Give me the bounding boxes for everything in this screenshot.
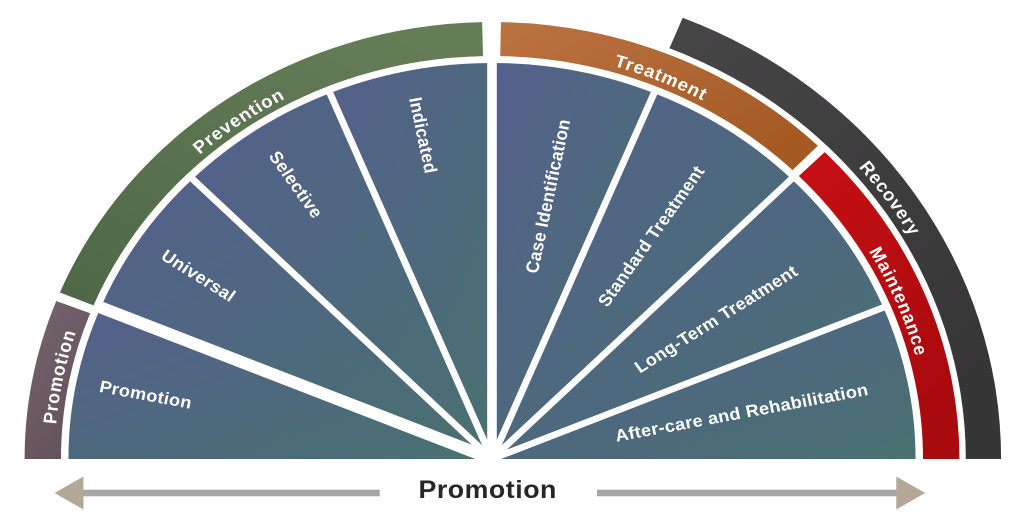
- band-prevention: [59, 22, 484, 306]
- wedge-selective: [192, 93, 492, 459]
- bottom-axis: Promotion: [54, 476, 926, 510]
- divider-selective-indicated: [325, 90, 496, 461]
- right-arrowhead-icon: [896, 476, 926, 510]
- wedge-standard-treatment: [491, 93, 792, 459]
- divider-long-term-after-care: [490, 303, 887, 463]
- divider-universal-selective: [188, 175, 495, 462]
- right-arrow-shaft: [597, 489, 897, 497]
- band-maintenance: [798, 152, 960, 459]
- left-arrow-shaft: [82, 489, 380, 497]
- band-treatment: [500, 22, 818, 171]
- left-arrowhead-icon: [54, 476, 84, 510]
- band-promotion: [24, 301, 91, 459]
- divider-case-identification-standard: [488, 90, 659, 461]
- band-recovery: [669, 17, 1002, 459]
- divider-promotion-universal: [96, 301, 495, 465]
- wedge-dividers: [96, 61, 887, 465]
- bottom-axis-label: Promotion: [418, 477, 556, 504]
- wedge-long-term-treatment: [491, 179, 884, 459]
- divider-standard-long-term: [489, 175, 796, 462]
- wedge-universal: [100, 179, 492, 459]
